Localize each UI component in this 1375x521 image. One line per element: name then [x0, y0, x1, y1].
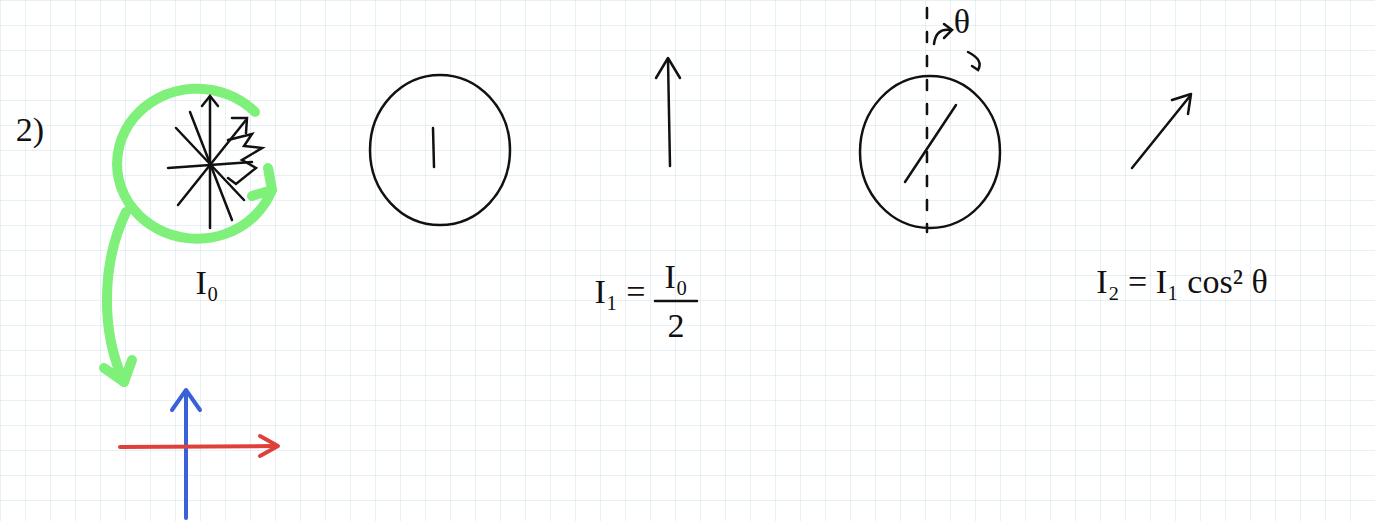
components [120, 390, 278, 518]
vertical-head [172, 390, 200, 410]
highlight [104, 89, 272, 382]
vertical-component [184, 392, 188, 518]
polarized-arrow-2 [1132, 94, 1191, 168]
horizontal-head [260, 436, 278, 456]
polarized-arrow-1 [656, 58, 680, 166]
equation-part: I₁ = [595, 273, 646, 310]
problem-number: 2) [16, 111, 44, 148]
transmission-axis [905, 105, 956, 182]
fraction-bar [655, 300, 697, 303]
unpolarized-star [168, 96, 262, 228]
angle-arc [968, 52, 980, 70]
intensity-label: I₀ [195, 264, 218, 301]
highlight-head [252, 168, 272, 196]
reference-axis [926, 8, 929, 232]
highlight-loop [117, 89, 272, 239]
highlight-arrow [107, 212, 126, 382]
highlight-arrow-head [104, 360, 132, 382]
polarizer-2 [860, 8, 1000, 232]
polarizer-1 [370, 75, 510, 225]
angle-arc [934, 30, 950, 44]
horizontal-component [120, 446, 276, 447]
fraction-numerator: I₀ [664, 258, 687, 295]
equation: I₂ = I₁ cos² θ [1096, 263, 1267, 300]
angle-label: θ [954, 3, 970, 40]
angle-head [944, 24, 952, 38]
fraction-denominator: 2 [668, 307, 685, 344]
